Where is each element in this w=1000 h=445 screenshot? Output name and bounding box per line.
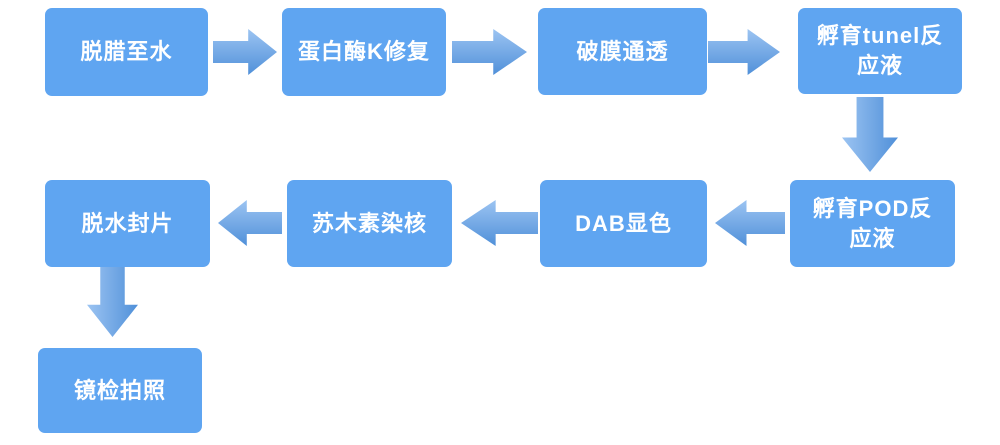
- flow-node-incubate-pod: 孵育POD反 应液: [790, 180, 955, 267]
- connector-arrow-left-2: [461, 200, 538, 246]
- flow-node-label: 孵育POD反 应液: [812, 195, 933, 251]
- flow-node-label: 镜检拍照: [73, 377, 166, 403]
- connector-arrow-left-1: [715, 200, 785, 246]
- flow-node-label: 孵育tunel反 应液: [816, 23, 944, 78]
- connector-arrow-left-3: [218, 200, 282, 246]
- flow-node-label: 脱水封片: [81, 210, 174, 236]
- flow-node-label: 破膜通透: [576, 38, 669, 64]
- flow-node-label: 脱腊至水: [80, 39, 173, 65]
- connector-arrow-right-1: [213, 29, 277, 75]
- flow-node-dehydrate-mount: 脱水封片: [45, 180, 210, 267]
- flow-node-microscopy-photograph: 镜检拍照: [38, 348, 202, 433]
- flow-node-proteinase-k-repair: 蛋白酶K修复: [282, 8, 446, 96]
- connector-arrow-down-1: [842, 97, 898, 172]
- flow-node-label: 蛋白酶K修复: [298, 39, 430, 65]
- connector-arrow-down-2: [87, 267, 138, 337]
- flow-node-hematoxylin-counterstain: 苏木素染核: [287, 180, 452, 267]
- flow-node-membrane-permeabilize: 破膜通透: [538, 8, 707, 95]
- flow-node-label: 苏木素染核: [311, 210, 427, 236]
- flow-node-dab-develop: DAB显色: [540, 180, 707, 267]
- connector-arrow-right-2: [452, 29, 527, 75]
- flow-node-dewax: 脱腊至水: [45, 8, 208, 96]
- connector-arrow-right-3: [708, 29, 780, 75]
- flow-node-incubate-tunel: 孵育tunel反 应液: [798, 8, 962, 94]
- flow-node-label: DAB显色: [575, 210, 672, 236]
